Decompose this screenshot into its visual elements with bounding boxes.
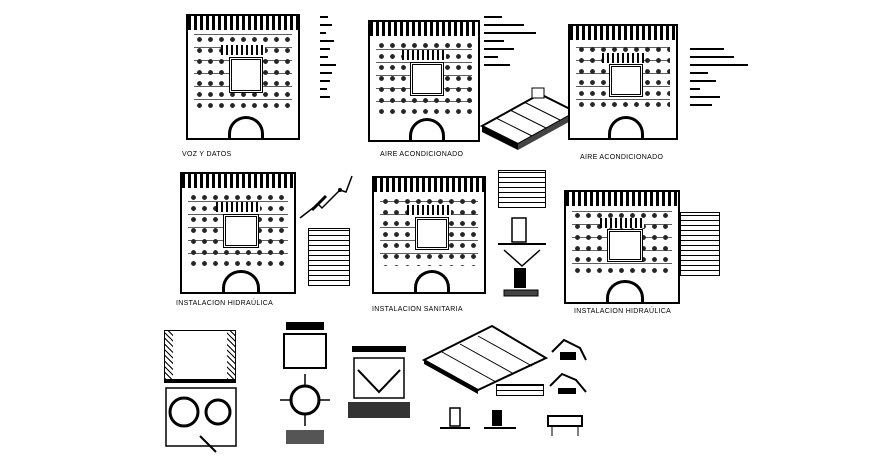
floor-plan-hidraulica-1 — [180, 172, 296, 294]
manhole-plan-detail — [165, 387, 237, 453]
label-aire-acondicionado-2: AIRE ACONDICIONADO — [580, 154, 664, 161]
label-aire-acondicionado-1: AIRE ACONDICIONADO — [380, 151, 464, 158]
label-voz-y-datos: VOZ Y DATOS — [182, 151, 232, 158]
plan-core — [228, 57, 264, 93]
legend-table-3 — [680, 212, 720, 276]
floor-plan-hidraulica-2 — [564, 190, 680, 304]
plan-arc — [606, 280, 644, 302]
small-fixture-details — [549, 338, 587, 394]
plan-arc — [222, 270, 260, 292]
legend-bars-2 — [484, 16, 540, 72]
isometric-tank-1 — [479, 87, 578, 150]
plan-header — [566, 192, 678, 206]
plan-core — [609, 64, 643, 97]
legend-bars-3 — [690, 48, 750, 112]
trench-detail — [348, 346, 410, 418]
floor-plan-aire-2 — [568, 24, 678, 140]
plan-fan — [221, 45, 265, 56]
plan-core — [409, 62, 445, 97]
plan-header — [188, 16, 298, 30]
pipe-isometric — [299, 175, 353, 219]
plan-arc — [608, 116, 644, 138]
fixture-details — [440, 407, 583, 436]
plan-fan — [407, 205, 451, 216]
plan-header — [182, 174, 294, 188]
sanitary-detail — [498, 217, 546, 297]
legend-table-4 — [496, 384, 544, 396]
plan-arc — [413, 270, 451, 292]
plan-arc — [227, 116, 265, 138]
legend-table-1 — [308, 228, 350, 286]
valve-box-detail — [280, 322, 330, 444]
plan-header — [370, 22, 478, 36]
plan-fan — [215, 202, 261, 213]
floor-plan-voz-y-datos — [186, 14, 300, 140]
plan-header — [374, 178, 484, 192]
label-instalacion-hidraulica-2: INSTALACION HIDRAÚLICA — [574, 308, 672, 315]
legend-bars-1 — [320, 16, 352, 104]
plan-header — [570, 26, 676, 40]
tank-wall-hatch — [165, 331, 173, 379]
plan-fan — [601, 52, 645, 63]
legend-table-2 — [498, 170, 546, 208]
tank-wall-hatch — [227, 331, 235, 379]
label-instalacion-hidraulica-1: INSTALACION HIDRAÚLICA — [176, 300, 274, 307]
plan-fan — [599, 218, 645, 229]
plan-core — [223, 214, 259, 249]
plan-core — [607, 229, 643, 262]
plan-fan — [402, 50, 446, 61]
plan-arc — [408, 118, 446, 140]
plan-core — [414, 216, 450, 251]
tank-section-detail — [164, 330, 236, 383]
floor-plan-aire-1 — [368, 20, 480, 142]
label-instalacion-sanitaria: INSTALACION SANITARIA — [372, 306, 463, 313]
isometric-tank-2 — [421, 324, 549, 394]
floor-plan-sanitaria — [372, 176, 486, 294]
